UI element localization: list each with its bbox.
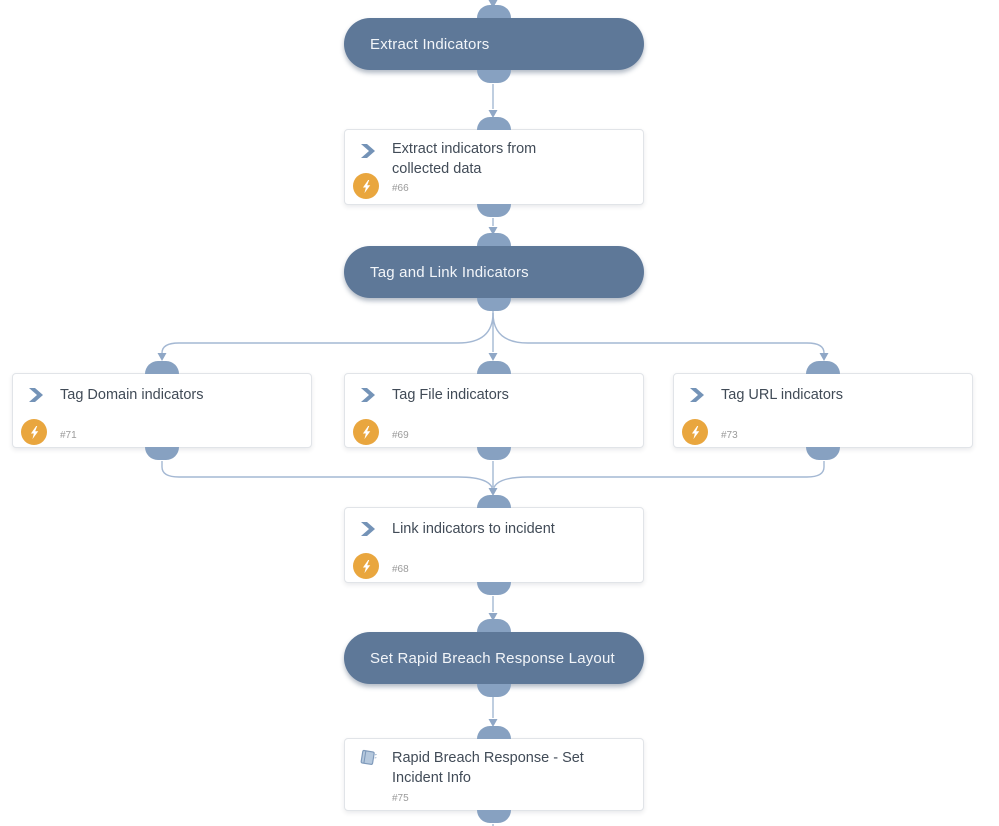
connector-in-icon [477, 233, 511, 246]
connector-in-icon [477, 726, 511, 739]
section-node-extract-indicators[interactable]: Extract Indicators [344, 5, 644, 83]
task-id: #68 [392, 564, 409, 575]
chevron-right-icon [359, 386, 377, 404]
chevron-right-icon [359, 520, 377, 538]
task-title: Tag Domain indicators [60, 387, 204, 403]
task-title: Extract indicators from collected data [392, 141, 537, 177]
task-title: Tag File indicators [392, 387, 509, 403]
task-id: #73 [721, 430, 738, 441]
task-node-69[interactable]: Tag File indicators #69 [344, 361, 644, 460]
task-title: Link indicators to incident [392, 521, 555, 537]
connector-out-icon [477, 810, 511, 823]
connector-in-icon [145, 361, 179, 374]
connector-in-icon [477, 361, 511, 374]
connector-in-icon [477, 619, 511, 632]
connector-out-icon [806, 447, 840, 460]
task-title: Rapid Breach Response - Set Incident Inf… [392, 750, 584, 786]
section-label: Extract Indicators [370, 35, 490, 53]
task-id: #66 [392, 183, 409, 194]
connector-out-icon [477, 204, 511, 217]
lightning-bolt-icon [353, 553, 379, 579]
section-node-set-rapid-breach-response-layout[interactable]: Set Rapid Breach Response Layout [344, 619, 644, 697]
playbook-book-icon [357, 748, 378, 769]
connector-in-icon [477, 117, 511, 130]
task-id: #75 [392, 793, 409, 804]
task-id: #69 [392, 430, 409, 441]
task-node-71[interactable]: Tag Domain indicators #71 [12, 361, 312, 460]
connector-out-icon [477, 70, 511, 83]
task-node-73[interactable]: Tag URL indicators #73 [673, 361, 973, 460]
connector-in-icon [806, 361, 840, 374]
connector-out-icon [145, 447, 179, 460]
task-id: #71 [60, 430, 77, 441]
section-label: Set Rapid Breach Response Layout [370, 649, 615, 667]
connector-out-icon [477, 447, 511, 460]
chevron-right-icon [27, 386, 45, 404]
connector-in-icon [477, 5, 511, 18]
connector-out-icon [477, 582, 511, 595]
section-label: Tag and Link Indicators [370, 263, 529, 281]
lightning-bolt-icon [353, 173, 379, 199]
lightning-bolt-icon [682, 419, 708, 445]
task-node-66[interactable]: Extract indicators from collected data #… [344, 117, 644, 217]
chevron-right-icon [359, 142, 377, 160]
connector-out-icon [477, 684, 511, 697]
connector-out-icon [477, 298, 511, 311]
section-node-tag-and-link-indicators[interactable]: Tag and Link Indicators [344, 233, 644, 311]
lightning-bolt-icon [21, 419, 47, 445]
connector-in-icon [477, 495, 511, 508]
lightning-bolt-icon [353, 419, 379, 445]
task-node-68[interactable]: Link indicators to incident #68 [344, 495, 644, 595]
task-title: Tag URL indicators [721, 387, 843, 403]
chevron-right-icon [688, 386, 706, 404]
task-node-75[interactable]: Rapid Breach Response - Set Incident Inf… [344, 726, 644, 823]
